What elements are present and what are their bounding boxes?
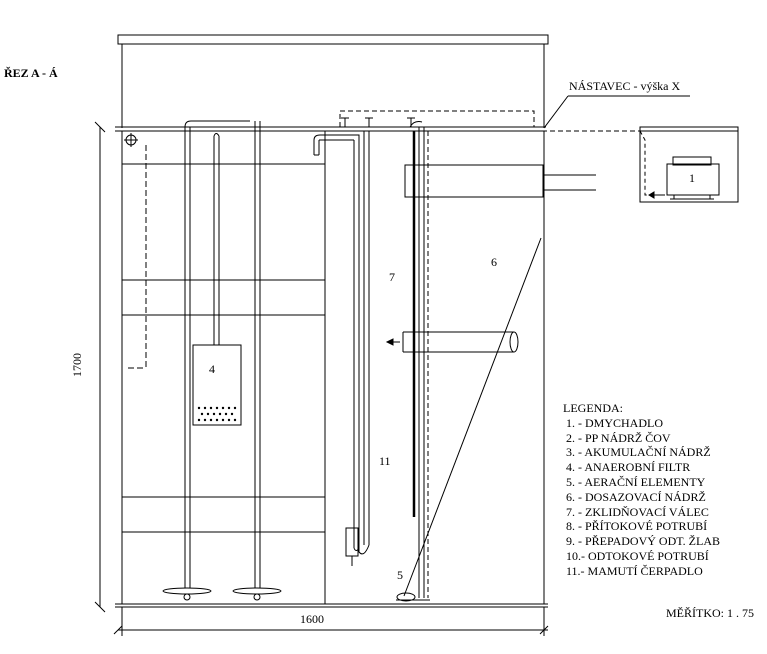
label-aeration-element: 5 (397, 568, 403, 582)
tank-lid (117, 34, 549, 128)
legend-item: 1. - DMYCHADLO (566, 415, 663, 430)
inflow-pipe-dashed (128, 145, 147, 369)
legend-item: 3. - AKUMULAČNÍ NÁDRŽ (566, 445, 711, 460)
anaerobic-filter-box (192, 344, 242, 426)
blower-housing (639, 126, 739, 203)
height-dimension-line (94, 121, 106, 613)
airlift-pump (313, 131, 370, 566)
addon-leader-line (543, 95, 569, 129)
legend-title: LEGENDA: (563, 401, 623, 415)
legend-item: 6. - DOSAZOVACÍ NÁDRŽ (566, 489, 706, 504)
tank-rim (115, 126, 546, 132)
legend-item: 11.- MAMUTÍ ČERPADLO (566, 563, 703, 578)
legend-item: 10.- ODTOKOVÉ POTRUBÍ (566, 548, 709, 563)
scale-label: MĚŘÍTKO: 1 . 75 (666, 606, 754, 620)
legend-item: 9. - PŘEPADOVÝ ODT. ŽLAB (566, 534, 721, 549)
filter-shelves (122, 163, 325, 533)
legend-item: 4. - ANAEROBNÍ FILTR (566, 460, 691, 475)
legend-list: 1. - DMYCHADLO 2. - PP NÁDRŽ ČOV 3. - AK… (563, 416, 720, 579)
width-dimension-label: 1600 (300, 612, 324, 626)
label-anaerobic-filter: 4 (209, 362, 215, 376)
label-dosing-tank: 6 (491, 255, 497, 269)
settling-cylinder (409, 121, 429, 598)
label-settling-cylinder: 7 (389, 270, 395, 284)
legend: LEGENDA: 1. - DMYCHADLO 2. - PP NÁDRŽ ČO… (563, 401, 720, 579)
section-title: ŘEZ A - Á (4, 66, 58, 80)
width-dimension-line (113, 607, 549, 636)
height-dimension-label: 1700 (70, 353, 84, 377)
legend-item: 2. - PP NÁDRŽ ČOV (566, 430, 671, 445)
label-airlift-pump: 11 (379, 454, 391, 468)
addon-label: NÁSTAVEC - výška X (569, 79, 681, 93)
inflow-box (404, 164, 596, 198)
legend-item: 7. - ZKLIDŇOVACÍ VÁLEC (566, 504, 709, 519)
aeration-diffusers (162, 587, 282, 601)
dosing-tank-leader (403, 237, 542, 597)
small-valves (341, 117, 415, 127)
left-chamber-pipes (184, 120, 261, 588)
legend-item: 8. - PŘÍTOKOVÉ POTRUBÍ (566, 519, 708, 534)
overflow-dashed-pipe (339, 110, 640, 132)
legend-item: 5. - AERAČNÍ ELEMENTY (566, 474, 706, 489)
tank-walls (115, 131, 548, 608)
right-diffuser (396, 592, 430, 602)
mid-horizontal-pipe (385, 331, 519, 353)
filter-media-dots (197, 406, 237, 422)
label-blower: 1 (689, 171, 695, 185)
inflow-valve-symbol (124, 133, 138, 147)
